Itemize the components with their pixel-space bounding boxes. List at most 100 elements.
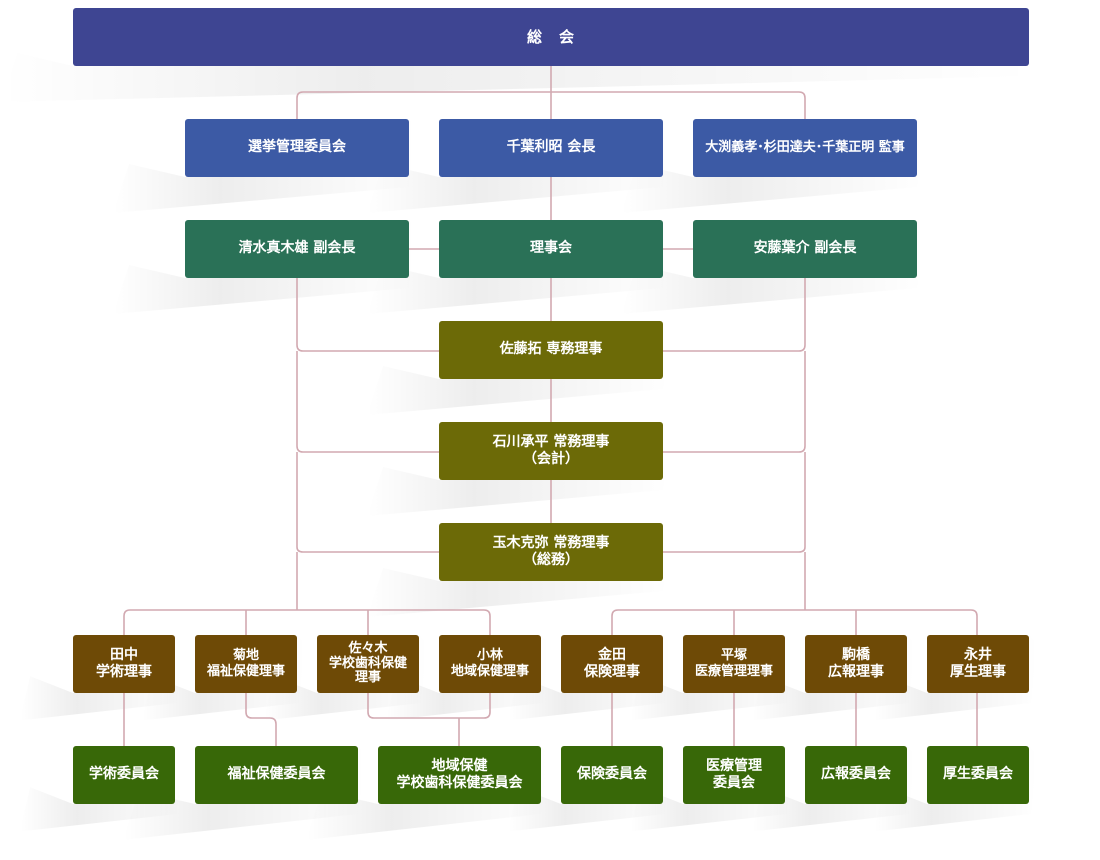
committee-label-line2: 委員会 — [713, 775, 755, 791]
director-name: 永井 — [964, 646, 992, 663]
box-shadow — [141, 635, 305, 721]
connector-line — [663, 452, 806, 553]
connector-line — [611, 609, 978, 635]
accounting-director-box: 石川承平 常務理事 （会計） — [439, 422, 663, 480]
auditors-box: 大渕義孝･杉田達夫･千葉正明 監事 — [693, 119, 917, 177]
director-box-pr: 駒橋 広報理事 — [805, 635, 907, 693]
election-committee-box: 選挙管理委員会 — [185, 119, 409, 177]
vice-president-left-box: 清水真木雄 副会長 — [185, 220, 409, 278]
director-box-community: 小林 地域保健理事 — [439, 635, 541, 693]
box-shadow — [263, 635, 427, 721]
committee-box-welfare-benefits: 厚生委員会 — [927, 746, 1029, 804]
committee-box-medical-management: 医療管理 委員会 — [683, 746, 785, 804]
vice-president-right-box: 安藤葉介 副会長 — [693, 220, 917, 278]
director-name: 小林 — [476, 647, 503, 663]
director-role: 学校歯科保健 — [328, 655, 407, 671]
election-committee-label: 選挙管理委員会 — [248, 139, 346, 156]
box-shadow — [306, 746, 549, 840]
director-role: 福祉保健理事 — [206, 664, 285, 679]
box-shadow — [507, 746, 671, 832]
director-box-welfare-benefits: 永井 厚生理事 — [927, 635, 1029, 693]
committee-label: 学術委員会 — [89, 766, 159, 783]
box-shadow — [751, 746, 915, 832]
vice-president-right-label: 安藤葉介 副会長 — [753, 240, 857, 257]
director-name: 菊地 — [232, 647, 259, 663]
general-affairs-director-role: （総務） — [523, 552, 579, 568]
connector-line — [663, 278, 806, 352]
box-shadow — [367, 523, 671, 617]
box-shadow — [1, 8, 1037, 102]
committee-label: 医療管理 — [706, 757, 762, 774]
director-role-suffix: 理事 — [354, 670, 381, 686]
box-shadow — [873, 746, 1037, 832]
box-shadow — [751, 635, 915, 721]
managing-director-box: 佐藤拓 専務理事 — [439, 321, 663, 379]
box-shadow — [367, 422, 671, 516]
director-name: 佐々木 — [348, 640, 388, 656]
connector-line — [296, 351, 439, 453]
box-shadow — [621, 220, 925, 314]
president-label: 千葉利昭 会長 — [506, 139, 596, 156]
auditors-label: 大渕義孝･杉田達夫･千葉正明 監事 — [705, 139, 905, 155]
committee-box-academic: 学術委員会 — [73, 746, 175, 804]
committee-label: 福祉保健委員会 — [227, 766, 326, 783]
connector-line — [296, 278, 439, 352]
box-shadow — [19, 635, 183, 721]
director-role: 保険理事 — [584, 664, 640, 680]
director-name: 駒橋 — [842, 646, 870, 663]
box-shadow — [113, 119, 417, 213]
box-shadow — [367, 321, 671, 415]
committee-box-welfare: 福祉保健委員会 — [195, 746, 358, 804]
box-shadow — [507, 635, 671, 721]
director-role: 広報理事 — [828, 664, 884, 680]
managing-director-label: 佐藤拓 専務理事 — [499, 341, 603, 358]
box-shadow — [873, 635, 1037, 721]
connector-line — [663, 351, 806, 453]
box-shadow — [123, 746, 366, 840]
director-role: 学術理事 — [96, 664, 152, 680]
committee-box-community-school: 地域保健 学校歯科保健委員会 — [378, 746, 541, 804]
director-role: 厚生理事 — [950, 664, 1006, 680]
committee-label: 厚生委員会 — [943, 766, 1013, 783]
director-name: 平塚 — [720, 647, 747, 663]
general-meeting-label: 総 会 — [526, 27, 575, 46]
accounting-director-role: （会計） — [523, 451, 579, 467]
general-meeting-box: 総 会 — [73, 8, 1029, 66]
president-box: 千葉利昭 会長 — [439, 119, 663, 177]
accounting-director-name: 石川承平 常務理事 — [492, 433, 610, 450]
box-shadow — [629, 635, 793, 721]
committee-label: 広報委員会 — [821, 766, 891, 783]
board-box: 理事会 — [439, 220, 663, 278]
box-shadow — [621, 119, 925, 213]
connector-line — [367, 693, 491, 719]
director-box-school-dental: 佐々木 学校歯科保健 理事 — [317, 635, 419, 693]
director-box-insurance: 金田 保険理事 — [561, 635, 663, 693]
director-role: 医療管理理事 — [694, 664, 773, 679]
connector-line — [296, 452, 439, 553]
director-name: 田中 — [110, 646, 138, 663]
committee-label: 地域保健 — [431, 757, 488, 774]
director-box-academic: 田中 学術理事 — [73, 635, 175, 693]
director-name: 金田 — [598, 646, 626, 663]
general-affairs-director-name: 玉木克弥 常務理事 — [492, 534, 610, 551]
committee-box-pr: 広報委員会 — [805, 746, 907, 804]
director-box-medical-management: 平塚 医療管理理事 — [683, 635, 785, 693]
general-affairs-director-box: 玉木克弥 常務理事 （総務） — [439, 523, 663, 581]
vice-president-left-label: 清水真木雄 副会長 — [238, 240, 356, 257]
box-shadow — [113, 220, 417, 314]
board-label: 理事会 — [530, 240, 572, 257]
director-role: 地域保健理事 — [450, 664, 529, 679]
committee-box-insurance: 保険委員会 — [561, 746, 663, 804]
connector-line — [123, 609, 491, 635]
box-shadow — [367, 119, 671, 213]
box-shadow — [385, 635, 549, 721]
committee-label: 保険委員会 — [577, 766, 647, 783]
committee-label-line2: 学校歯科保健委員会 — [396, 775, 523, 791]
connector-line — [296, 91, 806, 119]
box-shadow — [367, 220, 671, 314]
director-box-welfare: 菊地 福祉保健理事 — [195, 635, 297, 693]
box-shadow — [629, 746, 793, 832]
connector-line — [245, 693, 277, 746]
